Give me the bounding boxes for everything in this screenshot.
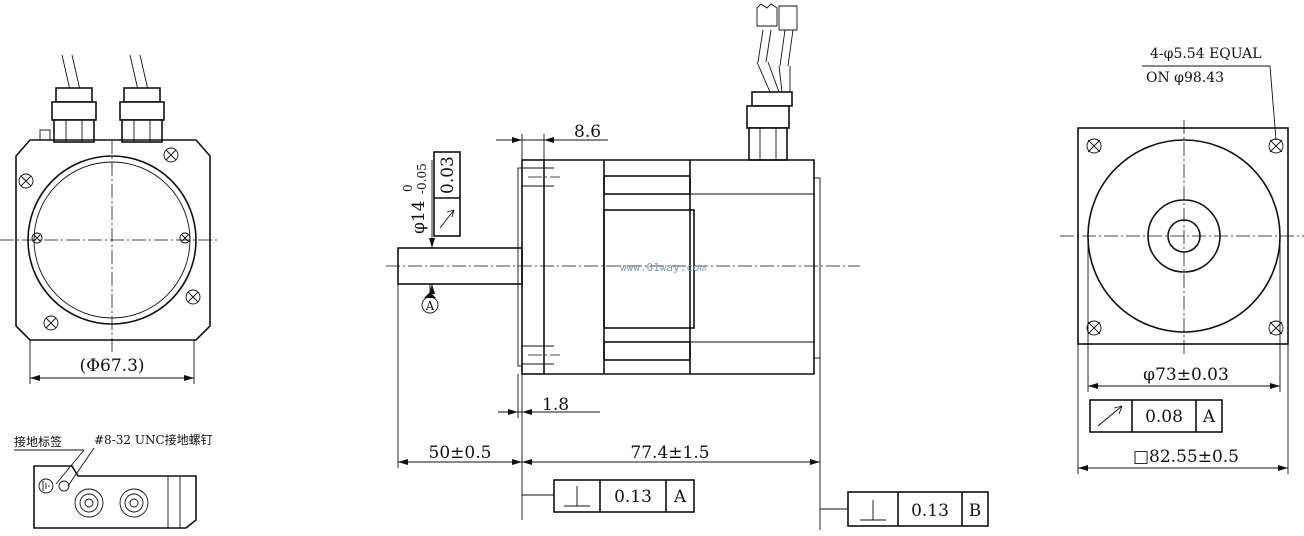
ground-symbol-icon xyxy=(38,478,54,494)
hole-note-line1: 4-φ5.54 EQUAL xyxy=(1150,46,1262,62)
dim-shaft-length: 50±0.5 xyxy=(429,443,492,463)
shaft-runout-value: 0.03 xyxy=(438,156,458,194)
shaft-runout-frame: 0.03 xyxy=(433,151,461,237)
cable-gland-right xyxy=(119,87,165,143)
ground-mark-label: 接地标签 xyxy=(14,434,62,449)
connector-left xyxy=(74,488,104,518)
rear-flange-outline xyxy=(15,139,211,341)
rear-view: (Φ67.3) xyxy=(0,54,220,384)
perpendicularity-icon-b xyxy=(860,500,886,521)
dim-shaft-tol-upper: 0 xyxy=(401,184,415,192)
datum-a-label: A xyxy=(425,299,435,313)
perpendicularity-frame-a: 0.13 A xyxy=(522,479,695,513)
runout-arrow-icon-front xyxy=(1097,405,1123,427)
ground-terminal-view: 接地标签 #8-32 UNC接地螺钉 xyxy=(14,432,213,529)
rear-dim-diameter: (Φ67.3) xyxy=(79,356,144,376)
perpendicularity-icon xyxy=(564,486,590,507)
perp-b-value: 0.13 xyxy=(911,501,949,521)
perpendicularity-frame-b: 0.13 B xyxy=(820,491,989,527)
dim-shaft-tol-lower: -0.05 xyxy=(415,163,429,194)
perp-a-value: 0.13 xyxy=(614,487,652,507)
pilot-runout-frame: 0.08 A xyxy=(1089,399,1223,433)
hole-note-line2: ON φ98.43 xyxy=(1146,70,1224,86)
perp-a-datum: A xyxy=(673,487,687,507)
datum-a-circle xyxy=(421,296,439,314)
perp-b-datum: B xyxy=(969,501,982,521)
dim-flange-step: 8.6 xyxy=(574,122,601,142)
dim-shaft-diameter: φ14 xyxy=(409,200,429,234)
front-view: 4-φ5.54 EQUAL ON φ98.43 φ73±0.03 0.08 A … xyxy=(1060,46,1304,474)
pilot-runout-datum: A xyxy=(1202,407,1216,427)
dim-square-size: □82.55±0.5 xyxy=(1133,447,1239,467)
pilot-runout-value: 0.08 xyxy=(1145,407,1183,427)
dim-pilot-diameter: φ73±0.03 xyxy=(1143,365,1229,385)
motor-flange xyxy=(521,159,545,375)
runout-arrow-icon xyxy=(439,209,455,229)
connector-right xyxy=(119,488,149,518)
ground-screw-icon xyxy=(58,480,70,492)
watermark: www.01way.com xyxy=(620,261,706,274)
dim-body-length: 77.4±1.5 xyxy=(630,443,709,463)
rear-corner-holes xyxy=(18,147,201,331)
cable-gland-left xyxy=(51,87,97,143)
dim-pilot-depth: 1.8 xyxy=(542,395,569,415)
ground-screw-label: #8-32 UNC接地螺钉 xyxy=(94,432,213,447)
side-view: www.01way.com 8.6 φ14 0 -0.05 0.03 A xyxy=(386,3,989,530)
